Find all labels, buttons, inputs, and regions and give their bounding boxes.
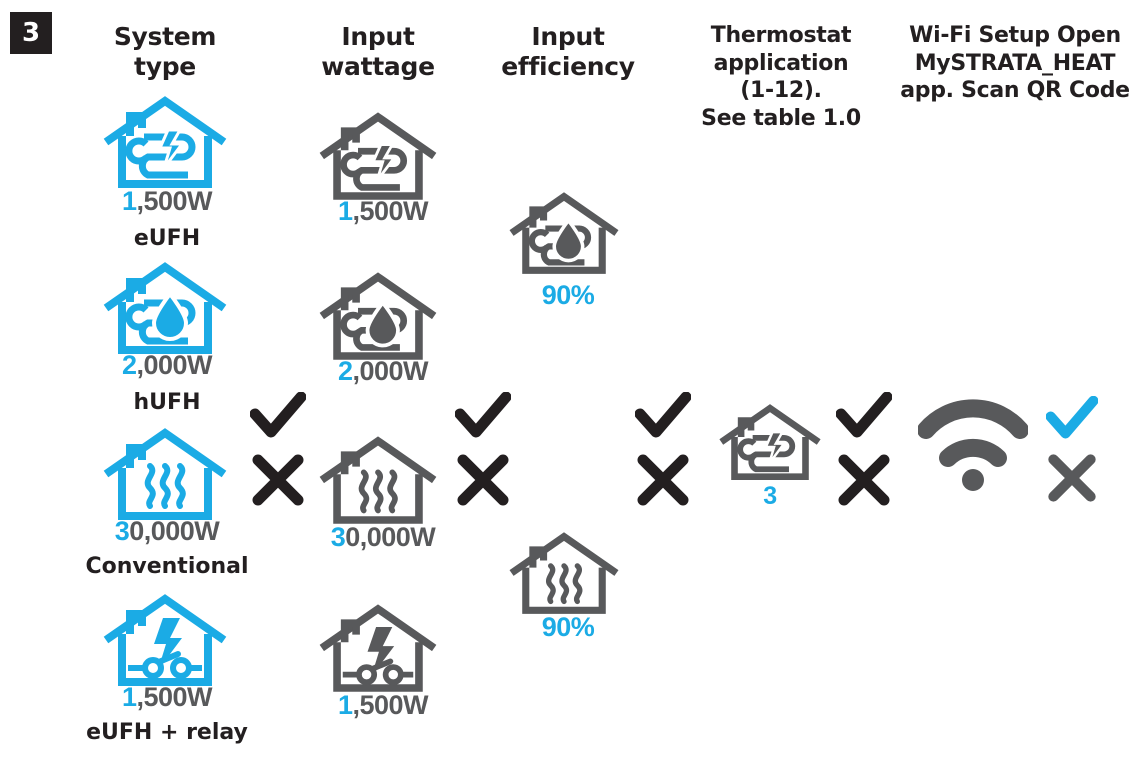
column-heading-input-efficiency: Input efficiency [478,22,658,81]
house-convection-heat-icon [102,428,228,525]
system-type-label-hufh: hUFH [133,390,201,415]
system-type-label-eufh: eUFH [133,226,201,251]
house-hydronic-underfloor-icon [318,272,438,365]
heading-line: Input [531,22,605,51]
heading-line: Thermostat [710,23,852,48]
system-type-value-4: 1,500W [42,684,292,711]
heading-line: application [713,50,849,76]
value-rest: 0,000W [345,522,436,552]
system-type-label-eufh-relay: eUFH + relay [86,720,248,745]
check-icon [1045,395,1099,446]
thermostat-application-value: 3 [763,482,777,510]
cross-icon [1046,452,1098,509]
heading-line: type [134,51,196,81]
step-number-badge: 3 [10,12,52,54]
input-wattage-value-3: 30,000W [258,524,508,551]
heading-line: Input [341,22,415,51]
house-convection-heat-icon [508,532,620,619]
value-lead-digit: 1 [121,682,137,712]
house-electric-underfloor-icon [102,96,228,193]
value-lead-digit: 1 [337,196,353,226]
value-rest: 0,000W [129,516,220,546]
check-icon [634,391,692,445]
system-type-value-2: 2,000W [42,352,292,379]
cross-icon [455,452,511,513]
input-wattage-value-1: 1,500W [258,198,508,225]
value-rest: ,500W [352,196,429,226]
value-rest: ,500W [136,682,213,712]
input-wattage-value-2: 2,000W [258,358,508,385]
system-type-value-1: 1,500W [42,188,292,215]
value-lead-digit: 2 [121,350,137,380]
heading-line: See table 1.0 [701,105,861,131]
heading-line: app. Scan QR Code [900,78,1130,103]
house-convection-heat-icon [318,436,438,529]
cross-icon [635,452,691,513]
value-lead-digit: 2 [337,356,353,386]
value-rest: ,500W [352,690,429,720]
cross-icon [250,452,306,513]
column-heading-input-wattage: Input wattage [288,22,468,81]
heading-line: Wi-Fi Setup Open [909,23,1121,48]
value-lead-digit: 1 [121,186,137,216]
value-lead-digit: 1 [337,690,353,720]
check-icon [249,391,307,445]
heading-line: (1-12). [740,78,822,103]
wifi-signal-icon [917,392,1029,497]
input-wattage-value-4: 1,500W [258,692,508,719]
column-heading-thermostat-application: Thermostat application (1-12). See table… [686,22,876,132]
column-heading-system-type: System type [75,22,255,81]
cross-icon [836,452,892,513]
value-rest: ,000W [136,350,213,380]
heading-line: wattage [321,51,435,81]
house-electric-underfloor-icon [318,112,438,205]
value-lead-digit: 3 [114,516,130,546]
step-number: 3 [21,18,41,48]
heading-line: MySTRATA_HEAT [914,50,1116,76]
input-efficiency-value-2: 90% [541,612,595,642]
house-electric-relay-icon [102,594,228,691]
value-lead-digit: 3 [330,522,346,552]
check-icon [835,391,893,445]
input-efficiency-value-1: 90% [541,280,595,310]
check-icon [454,391,512,445]
system-type-label-conventional: Conventional [85,554,249,579]
house-hydronic-underfloor-icon [102,262,228,359]
value-rest: ,500W [136,186,213,216]
heading-line: efficiency [501,51,635,81]
heading-line: System [113,22,217,51]
system-type-value-3: 30,000W [42,518,292,545]
house-hydronic-underfloor-icon [508,192,620,279]
column-heading-wifi-setup: Wi-Fi Setup Open MySTRATA_HEAT app. Scan… [890,22,1140,105]
house-electric-underfloor-icon [718,404,822,485]
house-electric-relay-icon [318,604,438,697]
value-rest: ,000W [352,356,429,386]
